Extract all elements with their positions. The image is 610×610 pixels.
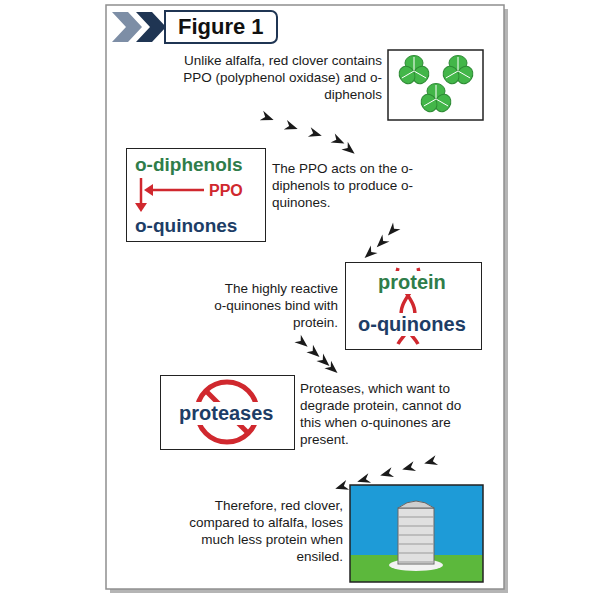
box-text: protein bbox=[378, 271, 446, 294]
box-text: o-diphenols bbox=[135, 154, 243, 176]
arrow-head bbox=[144, 184, 153, 196]
step-arrowhead bbox=[308, 127, 323, 140]
silo-picture-box bbox=[350, 485, 483, 582]
step-arrowhead bbox=[356, 473, 371, 486]
step-arrowhead bbox=[384, 222, 400, 238]
leaf-vein bbox=[436, 99, 448, 106]
leaf-vein bbox=[436, 85, 437, 99]
chevron bbox=[112, 12, 142, 42]
box-text: o-quinones bbox=[135, 215, 237, 237]
silo-band bbox=[398, 553, 434, 554]
leaflet bbox=[396, 63, 418, 86]
silo-band bbox=[398, 517, 434, 518]
silo-band bbox=[398, 562, 434, 563]
box-text: proteases bbox=[179, 402, 274, 425]
silo-bands bbox=[398, 517, 434, 562]
step-arrowhead bbox=[334, 480, 349, 493]
leaf-vein bbox=[424, 99, 436, 106]
enzyme-arrow bbox=[152, 189, 204, 192]
step-arrowhead bbox=[373, 235, 389, 251]
leaf-vein bbox=[458, 71, 470, 78]
box-text: PPO bbox=[209, 182, 243, 200]
box-text: o-quinones bbox=[358, 313, 466, 336]
silo-dome bbox=[398, 501, 434, 508]
reaction-arrow bbox=[140, 178, 143, 204]
silo-band bbox=[398, 544, 434, 545]
step-box: protein o-quinones bbox=[345, 262, 482, 350]
step-text: Proteases, which want to degrade protein… bbox=[300, 380, 468, 448]
arrow-head bbox=[135, 203, 147, 212]
step-text: The PPO acts on the o-diphenols to produ… bbox=[272, 160, 440, 211]
silo-band bbox=[398, 526, 434, 527]
step-arrowhead bbox=[260, 111, 276, 125]
clover-leaves bbox=[396, 56, 476, 115]
step-arrowhead bbox=[324, 361, 340, 377]
figure-frame bbox=[106, 5, 504, 589]
silo-band bbox=[398, 535, 434, 536]
leaf-vein bbox=[414, 71, 426, 78]
step-text: The highly reactive o-quinones bind with… bbox=[210, 280, 338, 331]
figure-title: Figure 1 bbox=[164, 10, 278, 44]
step-box: proteases bbox=[160, 375, 295, 450]
step-arrowhead bbox=[306, 345, 322, 361]
leaf-vein bbox=[458, 57, 459, 71]
ppo-arrows bbox=[135, 178, 204, 212]
leaflet bbox=[440, 63, 462, 86]
step-arrowhead bbox=[379, 467, 394, 480]
step-box: o-diphenolsPPO o-quinones bbox=[126, 148, 266, 242]
chevron bbox=[136, 12, 166, 42]
leaf-vein bbox=[446, 71, 458, 78]
leaf-vein bbox=[414, 57, 415, 71]
step-arrowhead bbox=[361, 246, 377, 262]
step-arrowhead bbox=[423, 455, 438, 468]
step-arrowhead bbox=[284, 120, 299, 134]
step-arrowhead bbox=[294, 335, 310, 351]
leaflet bbox=[418, 91, 440, 114]
silo-body bbox=[398, 508, 434, 564]
step-arrowhead bbox=[341, 142, 357, 158]
silo-picture bbox=[350, 485, 483, 582]
step-arrowhead bbox=[331, 133, 347, 148]
step-arrowhead bbox=[401, 461, 416, 474]
step-text: Unlike alfalfa, red clover contains PPO … bbox=[182, 52, 382, 103]
clover-picture-box bbox=[388, 50, 483, 120]
step-text: Therefore, red clover, compared to alfal… bbox=[183, 497, 343, 565]
leaf-vein bbox=[402, 71, 414, 78]
